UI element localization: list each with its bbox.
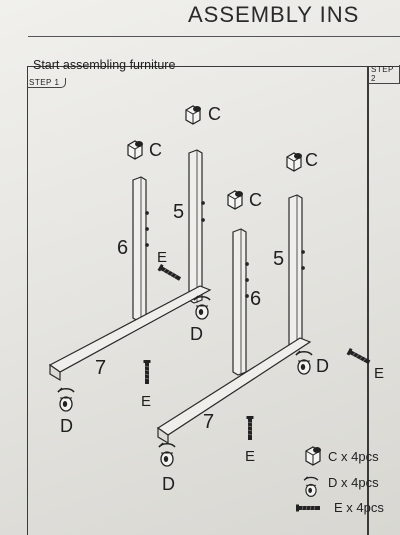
tube-5-right <box>288 194 303 350</box>
cap-c-left-icon <box>127 140 144 160</box>
wheel-d-right-lower-icon <box>158 442 176 467</box>
left-frame <box>48 149 212 382</box>
screw-e-upper-icon <box>157 263 183 283</box>
label-d-left-upper: D <box>190 324 203 344</box>
legend-c: C x 4pcs <box>328 449 379 464</box>
label-tube-6-right: 6 <box>250 288 261 310</box>
tube-5-left <box>188 149 203 304</box>
legend-e: E x 4pcs <box>334 500 384 515</box>
cap-c-mid-icon <box>227 190 244 210</box>
step1-panel <box>27 66 369 535</box>
label-tube-5-left: 5 <box>173 201 184 223</box>
wheel-d-left-lower-icon <box>57 387 75 412</box>
tube-6-left <box>132 176 147 322</box>
label-d-left-lower: D <box>60 416 73 436</box>
screw-e-mid-icon <box>143 359 151 385</box>
label-e-mid: E <box>141 393 151 410</box>
legend-cap-icon <box>305 446 322 466</box>
step2-panel <box>367 66 400 535</box>
screw-e-bottom-icon <box>246 415 254 441</box>
cap-c-top-icon <box>185 105 202 125</box>
right-frame <box>156 194 312 445</box>
legend-wheel-icon <box>303 476 319 498</box>
label-e-right: E <box>374 365 384 382</box>
header-divider <box>28 36 400 37</box>
label-tube-7-right: 7 <box>203 411 214 433</box>
label-e-bottom: E <box>245 448 255 465</box>
tube-6-right <box>232 228 247 376</box>
step1-tab: STEP 1 <box>27 78 67 88</box>
page-title: ASSEMBLY INS <box>188 2 360 27</box>
label-d-right-lower: D <box>162 474 175 494</box>
wheel-d-right-upper-icon <box>295 350 313 375</box>
legend-screw-icon <box>295 504 321 512</box>
label-tube-5-right: 5 <box>273 248 284 270</box>
cap-c-right-icon <box>286 152 303 172</box>
label-c-left: C <box>149 140 162 160</box>
legend-d: D x 4pcs <box>328 475 379 490</box>
label-d-right-upper: D <box>316 356 329 376</box>
label-tube-6-left: 6 <box>117 237 128 259</box>
label-c-right: C <box>305 150 318 170</box>
label-tube-7-left: 7 <box>95 357 106 379</box>
label-c-mid: C <box>249 190 262 210</box>
label-e-upper: E <box>157 249 167 266</box>
section-subtitle: Start assembling furniture <box>33 58 176 72</box>
screw-e-right-icon <box>346 347 372 366</box>
label-c-top: C <box>208 104 221 124</box>
tube-7-left <box>48 285 212 373</box>
